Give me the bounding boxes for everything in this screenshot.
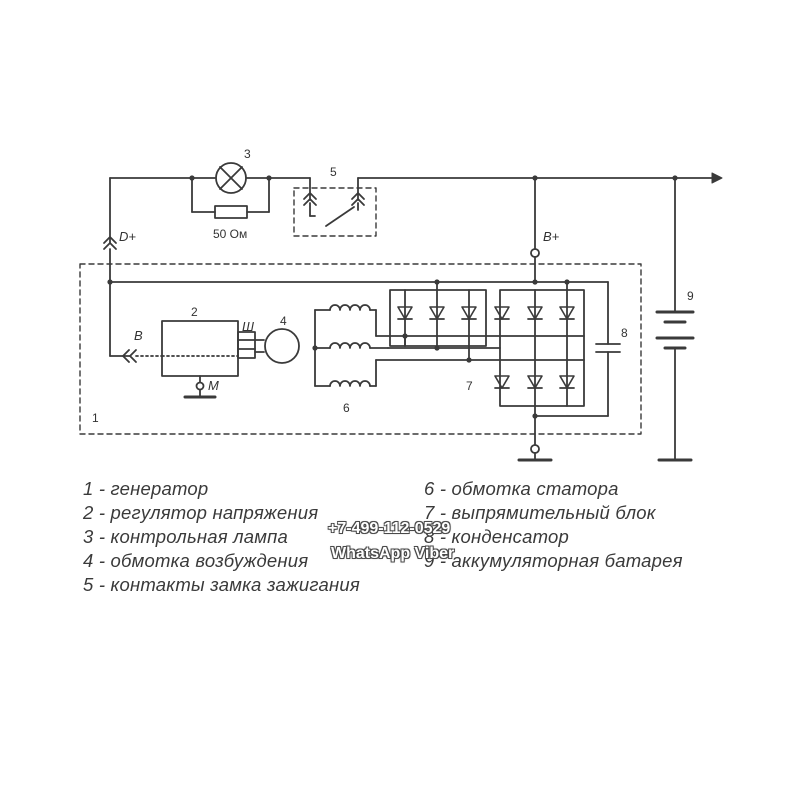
legend-item-9: 9 - аккумуляторная батарея <box>424 550 683 571</box>
rectifier-block <box>389 281 585 407</box>
phase-leads <box>375 335 501 361</box>
resistor-50-ohm <box>191 205 270 219</box>
d-plus-connector <box>103 177 131 357</box>
watermark-messengers: WhatsApp Viber <box>331 545 455 562</box>
label-5: 5 <box>330 165 337 179</box>
label-resistor: 50 Ом <box>213 227 247 241</box>
label-6: 6 <box>343 401 350 415</box>
ignition-switch-box <box>293 187 377 237</box>
ignition-contacts <box>303 177 365 227</box>
label-sh: Ш <box>242 319 254 334</box>
label-7: 7 <box>466 379 473 393</box>
b-plus-terminal <box>530 177 540 283</box>
generator-boundary <box>79 263 642 435</box>
label-2: 2 <box>191 305 198 319</box>
label-1: 1 <box>92 411 99 425</box>
top-bus-wire <box>109 172 723 184</box>
label-4: 4 <box>280 314 287 328</box>
stator-winding <box>314 304 389 387</box>
legend-item-3: 3 - контрольная лампа <box>83 526 289 547</box>
legend-item-6: 6 - обмотка статора <box>424 478 619 499</box>
legend-item-2: 2 - регулятор напряжения <box>83 502 319 523</box>
capacitor <box>534 281 621 417</box>
battery <box>655 177 695 462</box>
legend-item-7: 7 - выпрямительный блок <box>424 502 656 523</box>
legend-item-8: 8 - конденсатор <box>424 526 569 547</box>
legend-item-1: 1 - генератор <box>83 478 209 499</box>
b-terminal <box>122 349 163 363</box>
excitation-winding <box>237 328 300 364</box>
label-8: 8 <box>621 326 628 340</box>
voltage-regulator <box>161 320 239 399</box>
label-b: В <box>134 328 143 343</box>
label-m: М <box>208 378 219 393</box>
label-9: 9 <box>687 289 694 303</box>
control-lamp <box>191 162 270 213</box>
generator-ground <box>517 415 553 462</box>
label-d-plus: D+ <box>119 229 136 244</box>
label-3: 3 <box>244 147 251 161</box>
legend-item-5: 5 - контакты замка зажигания <box>83 574 360 595</box>
label-b-plus: B+ <box>543 229 560 244</box>
junction-dots <box>107 175 678 419</box>
legend-item-4: 4 - обмотка возбуждения <box>83 550 309 571</box>
watermark-phone: +7-499-112-0529 <box>328 520 451 537</box>
